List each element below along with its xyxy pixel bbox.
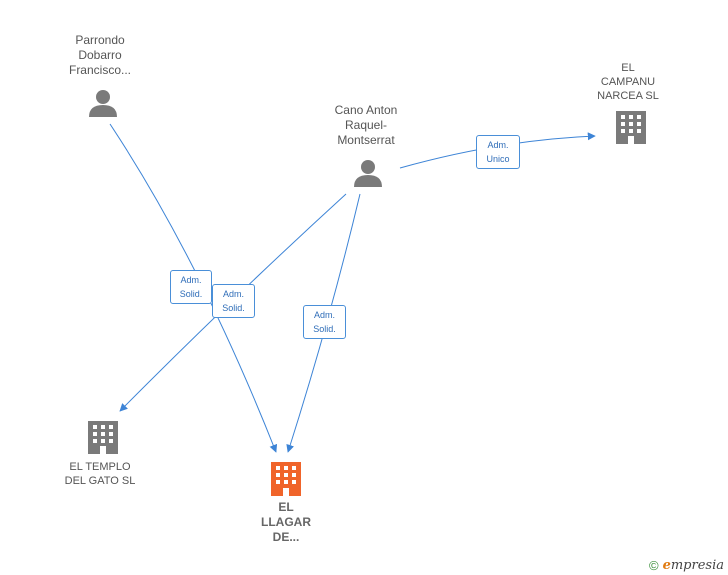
edge-label-cano-llagar[interactable]: Adm. Solid. [303,305,346,339]
edge-label-parrondo-llagar[interactable]: Adm. Solid. [170,270,212,304]
building-icon-main[interactable] [271,462,301,496]
brand-logo[interactable]: empresia [662,558,724,573]
person-icon[interactable] [89,90,117,117]
building-icon[interactable] [616,111,646,144]
footer-brand: © empresia [649,558,724,573]
building-icon[interactable] [88,421,118,454]
person-icon[interactable] [354,160,382,187]
copyright-icon: © [648,558,659,573]
node-label-parrondo[interactable]: Parrondo Dobarro Francisco... [68,33,131,77]
node-label-cano[interactable]: Cano Anton Raquel- Montserrat [334,103,398,147]
node-label-llagar[interactable]: EL LLAGAR DE... [261,500,311,544]
node-label-campanu[interactable]: EL CAMPANU NARCEA SL [597,62,659,102]
edge-label-cano-templo[interactable]: Adm. Solid. [212,284,255,318]
node-label-templo[interactable]: EL TEMPLO DEL GATO SL [64,461,136,487]
edge-label-cano-campanu[interactable]: Adm. Unico [476,135,520,169]
